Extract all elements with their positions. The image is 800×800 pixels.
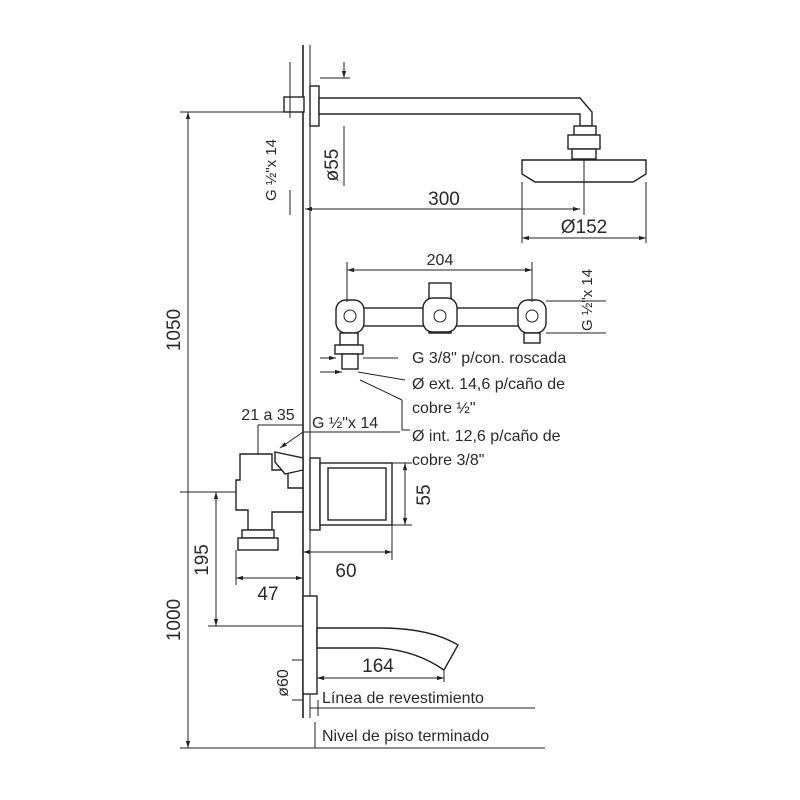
dim-47-label: 47 (257, 584, 278, 605)
mixer-cartridge (235, 451, 304, 551)
dim-flange-label: ø55 (322, 149, 343, 182)
dim-204-label: 204 (427, 252, 454, 269)
dim-55-label: 55 (414, 484, 435, 505)
dim-thread-side-label: G ½"x 14 (579, 269, 596, 331)
dim-60-label: 60 (335, 561, 356, 582)
note-line-2: Ø ext. 14,6 p/caño de (412, 376, 565, 393)
bath-spout (302, 595, 459, 695)
dim-1000-label: 1000 (164, 599, 185, 641)
dim-21-35-label: 21 a 35 (241, 407, 294, 424)
mixer-valve-body (334, 282, 547, 370)
dim-thread-top-label: G ½"x 14 (263, 139, 280, 201)
dim-thread-mixer-label: G ½"x 14 (312, 415, 378, 432)
shower-arm (283, 85, 601, 160)
note-line-1: G 3/8" p/con. roscada (412, 350, 566, 367)
note-line-4: Ø int. 12,6 p/caño de (412, 428, 561, 445)
dim-300-label: 300 (428, 189, 460, 210)
dim-195-label: 195 (192, 544, 213, 576)
note-line-5: cobre 3/8" (412, 452, 484, 469)
cladding-line-label: Línea de revestimiento (322, 690, 484, 707)
dim-1050-label: 1050 (164, 309, 185, 351)
dim-head-label: Ø152 (561, 217, 607, 238)
floor-level-label: Nivel de piso terminado (322, 728, 489, 745)
dim-spout-diameter-label: ø60 (275, 669, 292, 697)
note-line-3: cobre ½" (412, 400, 476, 417)
dim-164-label: 164 (362, 656, 394, 677)
mixer-plate (309, 457, 393, 531)
